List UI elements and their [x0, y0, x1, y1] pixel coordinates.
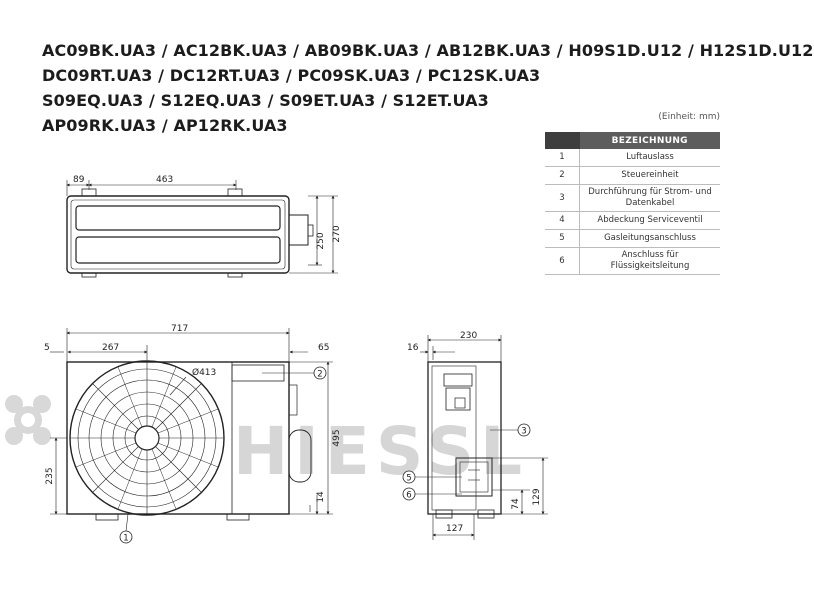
callout-5: 5: [402, 470, 416, 484]
table-row: 1 Luftauslass: [545, 149, 720, 167]
row-name: Durchführung für Strom- und Datenkabel: [579, 184, 720, 212]
table-row: 4 Abdeckung Serviceventil: [545, 211, 720, 230]
model-list: AC09BK.UA3 / AC12BK.UA3 / AB09BK.UA3 / A…: [42, 38, 814, 138]
dim-front-width: 717: [171, 324, 188, 334]
watermark-text: HIESSL: [233, 413, 528, 490]
dim-front-left: 5: [44, 343, 50, 353]
dim-front-fan-offset: 267: [102, 343, 119, 353]
model-line-2: DC09RT.UA3 / DC12RT.UA3 / PC09SK.UA3 / P…: [42, 66, 541, 85]
dim-front-foot: 14: [316, 491, 326, 503]
row-number: 2: [545, 166, 580, 185]
table-header-row: BEZEICHNUNG: [545, 132, 720, 149]
callout-5-label: 5: [406, 474, 411, 484]
callout-6-label: 6: [406, 491, 411, 501]
side-view: [415, 335, 548, 540]
unit-note: (Einheit: mm): [658, 112, 720, 122]
dim-side-h1: 74: [511, 498, 521, 510]
dim-top-width: 463: [156, 175, 173, 185]
table-row: 6 Anschluss für Flüssigkeitsleitung: [545, 247, 720, 275]
model-line-1: AC09BK.UA3 / AC12BK.UA3 / AB09BK.UA3 / A…: [42, 41, 814, 60]
table-header-num: [545, 132, 580, 149]
row-name: Gasleitungsanschluss: [579, 229, 720, 248]
row-name: Abdeckung Serviceventil: [579, 211, 720, 230]
dim-side-h2: 129: [532, 488, 542, 505]
dim-side-depth: 230: [460, 331, 477, 341]
table-header-label: BEZEICHNUNG: [579, 132, 720, 149]
watermark-logo-icon: [5, 395, 51, 445]
model-line-3: S09EQ.UA3 / S12EQ.UA3 / S09ET.UA3 / S12E…: [42, 91, 489, 110]
fan-guard: [69, 360, 225, 516]
dim-front-height: 495: [332, 429, 342, 446]
parts-table: BEZEICHNUNG 1 Luftauslass 2 Steuereinhei…: [545, 132, 720, 275]
callout-6: 6: [402, 487, 416, 501]
model-line-4: AP09RK.UA3 / AP12RK.UA3: [42, 116, 288, 135]
dim-top-h2: 270: [332, 225, 342, 242]
row-number: 6: [545, 247, 580, 275]
dim-fan-diameter: Ø413: [192, 367, 216, 378]
row-number: 4: [545, 211, 580, 230]
row-name: Luftauslass: [579, 149, 720, 167]
top-view: [66, 180, 338, 278]
row-number: 1: [545, 149, 580, 167]
callout-2: 2: [313, 366, 327, 380]
callout-1-label: 1: [123, 534, 128, 544]
row-name: Steuereinheit: [579, 166, 720, 185]
front-view: [50, 328, 333, 532]
dim-side-bottom: 127: [446, 524, 463, 534]
dim-front-low: 235: [45, 467, 55, 484]
callout-3: 3: [517, 423, 531, 437]
callout-1: 1: [119, 530, 133, 544]
dim-side-left: 16: [407, 343, 419, 353]
row-name: Anschluss für Flüssigkeitsleitung: [579, 247, 720, 275]
table-row: 5 Gasleitungsanschluss: [545, 229, 720, 248]
callout-3-label: 3: [521, 427, 526, 437]
callout-2-label: 2: [317, 370, 322, 380]
dim-top-h1: 250: [316, 232, 326, 249]
row-number: 3: [545, 184, 580, 212]
row-number: 5: [545, 229, 580, 248]
dim-front-right: 65: [318, 343, 329, 353]
dim-top-left: 89: [73, 175, 85, 185]
table-row: 2 Steuereinheit: [545, 166, 720, 185]
watermark: HIESSL: [5, 395, 528, 490]
table-row: 3 Durchführung für Strom- und Datenkabel: [545, 184, 720, 212]
